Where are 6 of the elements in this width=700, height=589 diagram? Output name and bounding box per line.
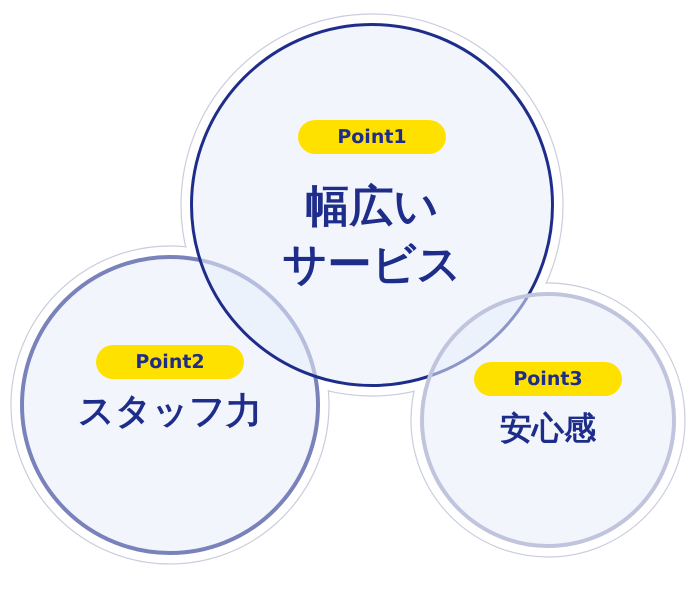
point-badge: Point3: [474, 362, 622, 396]
point-badge: Point1: [298, 120, 446, 154]
heading-text: 安心感: [499, 408, 597, 449]
heading-text: 幅広いサービス: [282, 180, 462, 292]
heading-text: スタッフ力: [77, 390, 263, 434]
point-badge: Point2: [96, 345, 244, 379]
